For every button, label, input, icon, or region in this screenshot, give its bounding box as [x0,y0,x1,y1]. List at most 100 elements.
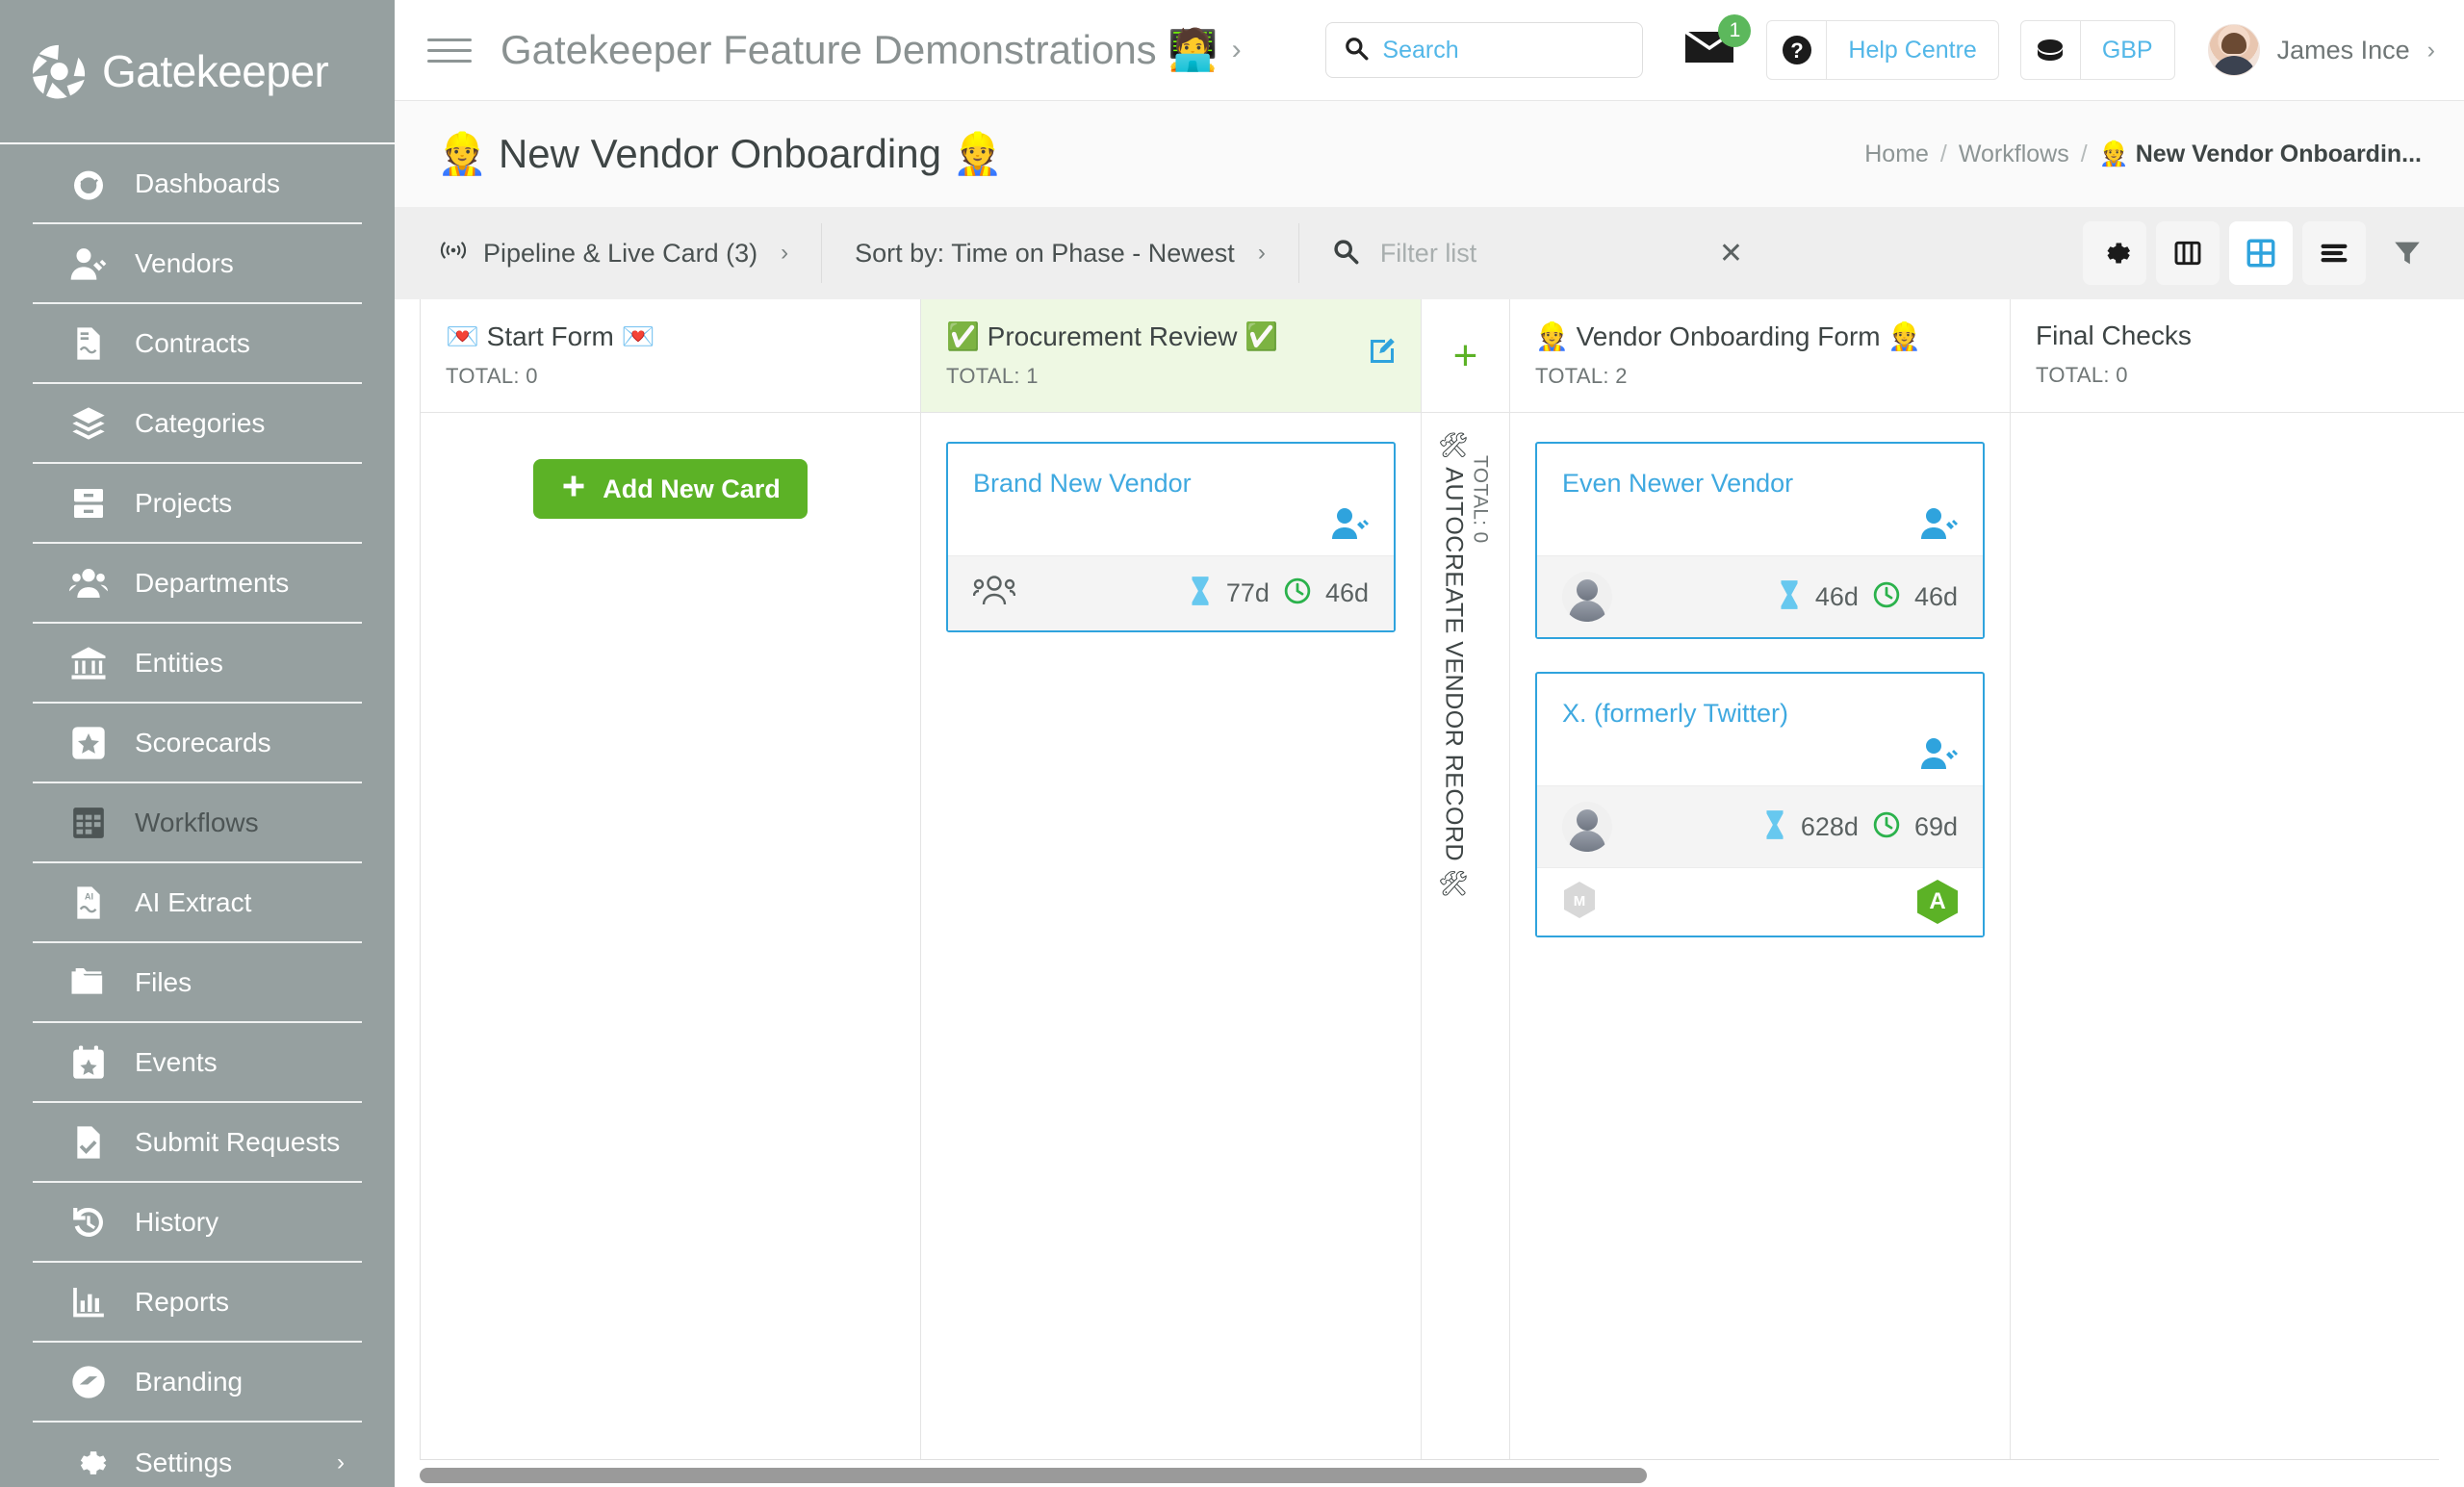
card-title[interactable]: Even Newer Vendor [1562,469,1794,498]
sidebar-item-entities[interactable]: Entities [33,624,362,705]
sidebar-item-scorecards[interactable]: Scorecards [33,704,362,784]
sidebar-item-reports[interactable]: Reports [33,1263,362,1344]
workspace-title[interactable]: Gatekeeper Feature Demonstrations 🧑‍💻 › [500,27,1242,74]
ai-document-icon: AI [67,884,110,922]
add-new-card-button[interactable]: Add New Card [533,459,808,519]
sidebar-item-settings[interactable]: Settings› [33,1423,362,1487]
sidebar-item-label: Dashboards [135,167,280,198]
top-bar-right: Search 1 ? Help Centre [1325,14,2435,80]
columns-view-icon[interactable] [2156,221,2220,285]
search-input[interactable]: Search [1382,36,1459,64]
clock-icon [1872,580,1901,614]
sidebar-item-departments[interactable]: Departments [33,544,362,625]
clock-icon [1872,810,1901,844]
sidebar-item-workflows[interactable]: Workflows [33,783,362,864]
horizontal-scrollbar[interactable] [420,1468,2439,1483]
add-phase-header: + [1422,299,1509,413]
card-title[interactable]: X. (formerly Twitter) [1562,699,1789,728]
search-icon [1332,238,1359,269]
chevron-right-icon[interactable]: › [1231,34,1242,65]
kanban-card[interactable]: Even Newer Vendor [1535,442,1985,639]
hourglass-icon [1762,809,1787,845]
chevron-right-icon[interactable]: › [2426,36,2435,64]
chevron-right-icon: › [1257,240,1266,266]
breadcrumb-item[interactable]: Home [1864,140,1929,167]
question-mark-icon: ? [1767,21,1828,79]
sidebar-item-label: Projects [135,487,233,518]
card-footer: M A [1537,867,1983,936]
kanban-card[interactable]: Brand New Vendor [946,442,1396,632]
sidebar-item-files[interactable]: Files [33,943,362,1024]
kanban-column-final-checks: Final Checks TOTAL: 0 [2011,299,2464,1459]
star-icon [67,724,110,762]
sidebar-item-branding[interactable]: Branding [33,1343,362,1423]
sidebar-item-label: Categories [135,407,266,438]
main-area: Gatekeeper Feature Demonstrations 🧑‍💻 › … [395,0,2464,1487]
column-title: Final Checks [2036,320,2192,350]
vendor-person-icon [1330,506,1371,546]
filter-list-field[interactable]: Filter list ✕ [1299,223,1776,283]
column-body: Brand New Vendor [921,413,1421,1459]
coins-icon [2021,21,2081,79]
clear-filter-icon[interactable]: ✕ [1718,237,1743,269]
grid-view-icon[interactable] [2229,221,2293,285]
card-metrics: 46d 46d [1777,579,1958,615]
hamburger-icon[interactable] [427,31,472,69]
sidebar-item-history[interactable]: History [33,1183,362,1264]
sidebar-item-vendors[interactable]: Vendors [33,224,362,305]
pipeline-selector[interactable]: Pipeline & Live Card (3) › [395,223,823,283]
card-title[interactable]: Brand New Vendor [973,469,1192,498]
edit-pencil-icon[interactable] [1365,334,1399,373]
currency-button[interactable]: GBP [2019,20,2175,80]
card-metrics: 628d 69d [1762,809,1958,845]
sidebar-item-dashboards[interactable]: Dashboards [33,144,362,225]
folder-icon [67,963,110,1002]
column-total: TOTAL: 1 [946,364,1039,388]
kanban-column-procurement-review: ✅ Procurement Review ✅ TOTAL: 1 [921,299,1422,1459]
sidebar-item-contracts[interactable]: Contracts [33,304,362,385]
funnel-filter-icon[interactable] [2375,221,2439,285]
sidebar-item-submit-requests[interactable]: Submit Requests [33,1103,362,1184]
user-menu[interactable]: James Ince › [2207,24,2435,76]
time-on-phase-value: 628d [1800,811,1859,841]
help-centre-button[interactable]: ? Help Centre [1766,20,1999,80]
vendor-person-icon [1919,506,1960,546]
sidebar-item-label: Contracts [135,327,250,358]
top-bar: Gatekeeper Feature Demonstrations 🧑‍💻 › … [395,0,2464,101]
auto-phase-label: 🛠 AUTOCREATE VENDOR RECORD 🛠 [1440,430,1468,900]
broadcast-icon [439,239,468,269]
svg-text:M: M [1574,893,1586,910]
gauge-icon [67,165,110,203]
list-view-icon[interactable] [2302,221,2366,285]
sidebar-item-label: Workflows [135,807,259,837]
sidebar-item-label: Branding [135,1366,244,1397]
column-header: 💌 Start Form 💌 TOTAL: 0 [421,299,920,413]
add-phase-button[interactable]: + [1452,331,1478,379]
sidebar-item-label: Reports [135,1286,230,1317]
history-clock-icon [67,1203,110,1242]
kanban-card[interactable]: X. (formerly Twitter) [1535,672,1985,937]
sort-selector[interactable]: Sort by: Time on Phase - Newest › [822,223,1299,283]
svg-text:?: ? [1790,38,1803,63]
global-search[interactable]: Search [1325,22,1644,78]
hourglass-icon [1188,576,1213,611]
archive-icon [67,484,110,523]
column-header: ✅ Procurement Review ✅ TOTAL: 1 [921,299,1421,413]
sidebar-item-projects[interactable]: Projects [33,464,362,545]
card-top: Brand New Vendor [948,444,1394,555]
sidebar-item-events[interactable]: Events [33,1023,362,1104]
avatar [2207,24,2260,76]
column-body: Add New Card [421,413,920,1459]
gear-icon[interactable] [2083,221,2146,285]
breadcrumb-item[interactable]: Workflows [1958,140,2069,167]
brand-logo[interactable]: Gatekeeper [0,0,395,145]
filter-list-input[interactable]: Filter list [1379,238,1477,268]
sidebar-item-categories[interactable]: Categories [33,384,362,465]
messages-button[interactable]: 1 [1683,14,1752,74]
help-centre-label: Help Centre [1848,36,1977,64]
column-body: Even Newer Vendor [1510,413,2010,1459]
group-people-icon [972,575,1016,612]
scrollbar-thumb[interactable] [420,1468,1647,1483]
add-phase-column: + 🛠 AUTOCREATE VENDOR RECORD 🛠 TOTAL: 0 [1422,299,1510,1459]
